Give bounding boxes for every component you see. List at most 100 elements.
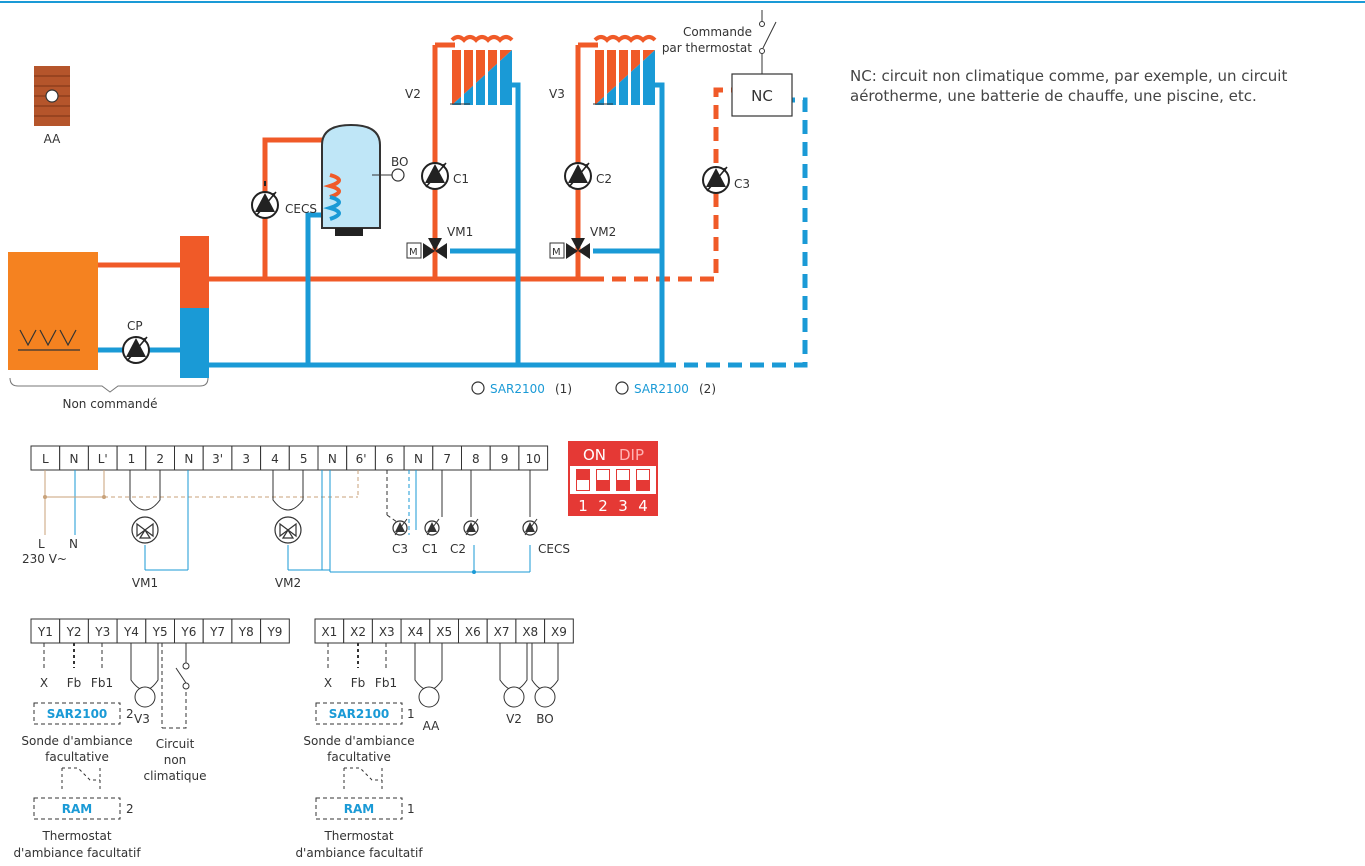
vm1-motor-icon — [131, 516, 159, 544]
sar1-ref-name: SAR2100 — [490, 382, 545, 396]
terminal-cell — [174, 618, 204, 644]
power-wiring — [43, 470, 531, 574]
dip-num-2: 2 — [598, 497, 608, 515]
terminal-cell — [231, 445, 262, 471]
terminal-label: 6' — [356, 452, 367, 466]
terminal-label: N — [328, 452, 337, 466]
terminal-cell — [461, 445, 491, 471]
terminal-label: Y7 — [209, 625, 225, 639]
terminal-label: X6 — [465, 625, 481, 639]
terminal-cell — [231, 618, 262, 644]
terminal-label: Y1 — [37, 625, 53, 639]
terminal-label: Y3 — [94, 625, 110, 639]
vm1-label: VM1 — [447, 225, 473, 239]
terminal-label: N — [70, 452, 79, 466]
cecs-wiring-label: CECS — [538, 542, 570, 556]
terminal-label: X7 — [494, 625, 510, 639]
pump-c1-icon — [421, 162, 449, 190]
sar2-ref-name: SAR2100 — [634, 382, 689, 396]
terminal-cell — [458, 618, 488, 644]
terminal-label: X3 — [379, 625, 395, 639]
sar1-marker-icon — [471, 381, 485, 395]
terminal-cell — [87, 618, 118, 644]
vm2-motor-icon — [274, 516, 302, 544]
terminal-cell — [346, 445, 376, 471]
terminal-cell — [544, 618, 574, 644]
c3-wiring-label: C3 — [392, 542, 408, 556]
x-fb1-label: Fb1 — [375, 676, 397, 690]
terminal-cell — [87, 445, 118, 471]
dip-on-label: ON — [583, 446, 606, 464]
y-thermo-label-2: d'ambiance facultatif — [13, 846, 141, 860]
terminal-label: L — [42, 452, 49, 466]
dip-switch[interactable] — [568, 441, 658, 516]
terminal-label: Y4 — [123, 625, 139, 639]
thermostat-switch-icon — [759, 10, 777, 74]
bo-label: BO — [391, 155, 408, 169]
vm1-motor-label: M — [409, 247, 418, 258]
x-sonde-label-1: Sonde d'ambiance — [303, 734, 414, 748]
circuit-label-1: Circuit — [156, 737, 195, 751]
terminal-cell — [432, 445, 462, 471]
terminal-label: X9 — [551, 625, 567, 639]
separator-cold — [180, 308, 209, 378]
terminal-cell — [429, 618, 459, 644]
terminal-cell — [30, 618, 61, 644]
y-sonde-label-1: Sonde d'ambiance — [21, 734, 132, 748]
vm1-wiring-label: VM1 — [132, 576, 158, 590]
v2-label: V2 — [405, 87, 421, 101]
burner-flames-icon — [18, 329, 80, 351]
terminal-label: Y5 — [152, 625, 168, 639]
terminal-label: X5 — [436, 625, 452, 639]
radiator-2 — [593, 35, 657, 105]
terminal-label: X2 — [350, 625, 366, 639]
terminal-cell — [400, 618, 431, 644]
c2-wiring-label: C2 — [450, 542, 466, 556]
terminal-label: 8 — [472, 452, 480, 466]
terminal-cell — [59, 618, 89, 644]
sar1-ref-num: (1) — [555, 382, 572, 396]
cecs-label: CECS — [285, 202, 317, 216]
terminal-label: 10 — [526, 452, 541, 466]
terminal-label: 3 — [242, 452, 250, 466]
non-commande-label: Non commandé — [62, 397, 157, 411]
voltage-label: 230 V~ — [22, 552, 67, 566]
dip-label: DIP — [619, 446, 644, 464]
terminal-label: Y8 — [238, 625, 254, 639]
wire-l-label: L — [38, 537, 45, 551]
terminal-label: N — [414, 452, 423, 466]
nc-note: NC: circuit non climatique comme, par ex… — [850, 67, 1288, 105]
outdoor-sensor-aa — [34, 66, 70, 126]
y-sonde-label-2: facultative — [45, 750, 109, 764]
x-thermo-label-2: d'ambiance facultatif — [295, 846, 423, 860]
vm2-motor-label: M — [552, 247, 561, 258]
terminal-label: 7 — [443, 452, 451, 466]
terminal-label: X1 — [321, 625, 337, 639]
terminal-cell — [202, 445, 233, 471]
terminal-label: N — [184, 452, 193, 466]
dip-num-3: 3 — [618, 497, 628, 515]
boiler — [8, 252, 98, 370]
x-bo-label: BO — [536, 712, 553, 726]
nc-box — [731, 73, 793, 117]
terminal-cell — [30, 445, 61, 471]
y-sar-name: SAR2100 — [47, 707, 108, 721]
y-fb-label: Fb — [67, 676, 82, 690]
pump-cecs-small-icon — [522, 518, 538, 536]
c1-label: C1 — [453, 172, 469, 186]
x-wiring — [315, 643, 559, 820]
pump-cecs-icon — [251, 191, 279, 219]
wire-n-label: N — [69, 537, 78, 551]
terminal-label: 4 — [271, 452, 279, 466]
x-x-label: X — [324, 676, 332, 690]
y-x-label: X — [40, 676, 48, 690]
x-sar-name: SAR2100 — [329, 707, 390, 721]
dhw-tank — [321, 123, 405, 236]
x-ram-num: 1 — [407, 802, 415, 816]
terminal-label: X4 — [408, 625, 424, 639]
terminal-label: 2 — [156, 452, 164, 466]
v3-label: V3 — [549, 87, 565, 101]
